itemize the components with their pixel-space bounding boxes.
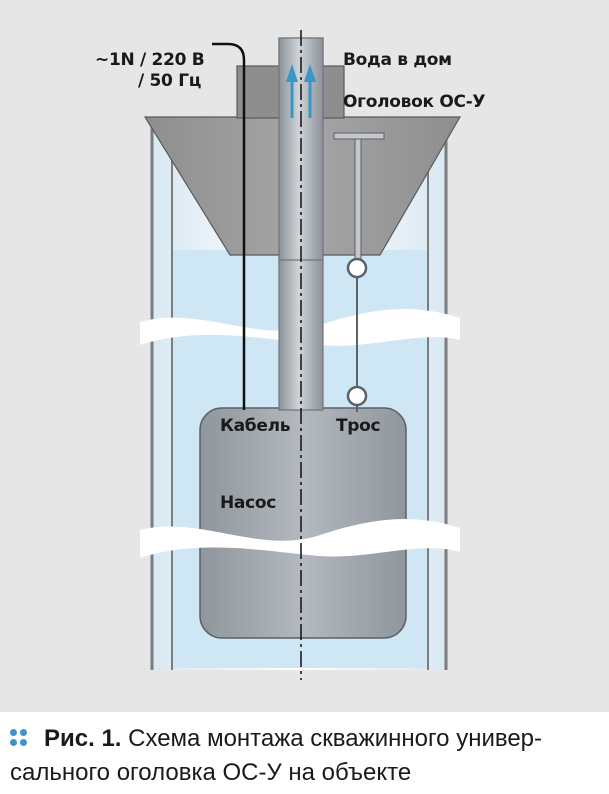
well-diagram-svg xyxy=(0,0,609,712)
flow-up-arrow-icon xyxy=(286,64,316,118)
break-band-upper xyxy=(140,308,460,346)
caption-line-1: Рис. 1. Схема монтажа скважинного универ… xyxy=(10,722,605,756)
caption-prefix: Рис. 1. xyxy=(44,725,122,752)
label-pump: Насос xyxy=(220,493,277,513)
label-head: Оголовок ОС-У xyxy=(343,92,486,112)
power-cable xyxy=(212,42,246,410)
caption-dots-icon xyxy=(10,726,32,748)
label-power-line2: / 50 Гц xyxy=(138,71,202,91)
label-water-to-house: Вода в дом xyxy=(343,50,452,70)
label-cable: Кабель xyxy=(220,416,291,436)
caption-text-line1: Схема монтажа скважинного универ- xyxy=(128,725,543,752)
caption-text-line2: сального оголовка ОС-У на объекте xyxy=(10,759,412,786)
well-diagram: ~1N / 220 В / 50 Гц Вода в дом Оголовок … xyxy=(0,0,609,712)
break-band-lower xyxy=(140,518,460,558)
figure-caption: Рис. 1. Схема монтажа скважинного универ… xyxy=(10,722,605,790)
rope-assembly xyxy=(333,132,385,412)
label-power-line1: ~1N / 220 В xyxy=(95,50,205,70)
label-rope: Трос xyxy=(336,416,381,436)
